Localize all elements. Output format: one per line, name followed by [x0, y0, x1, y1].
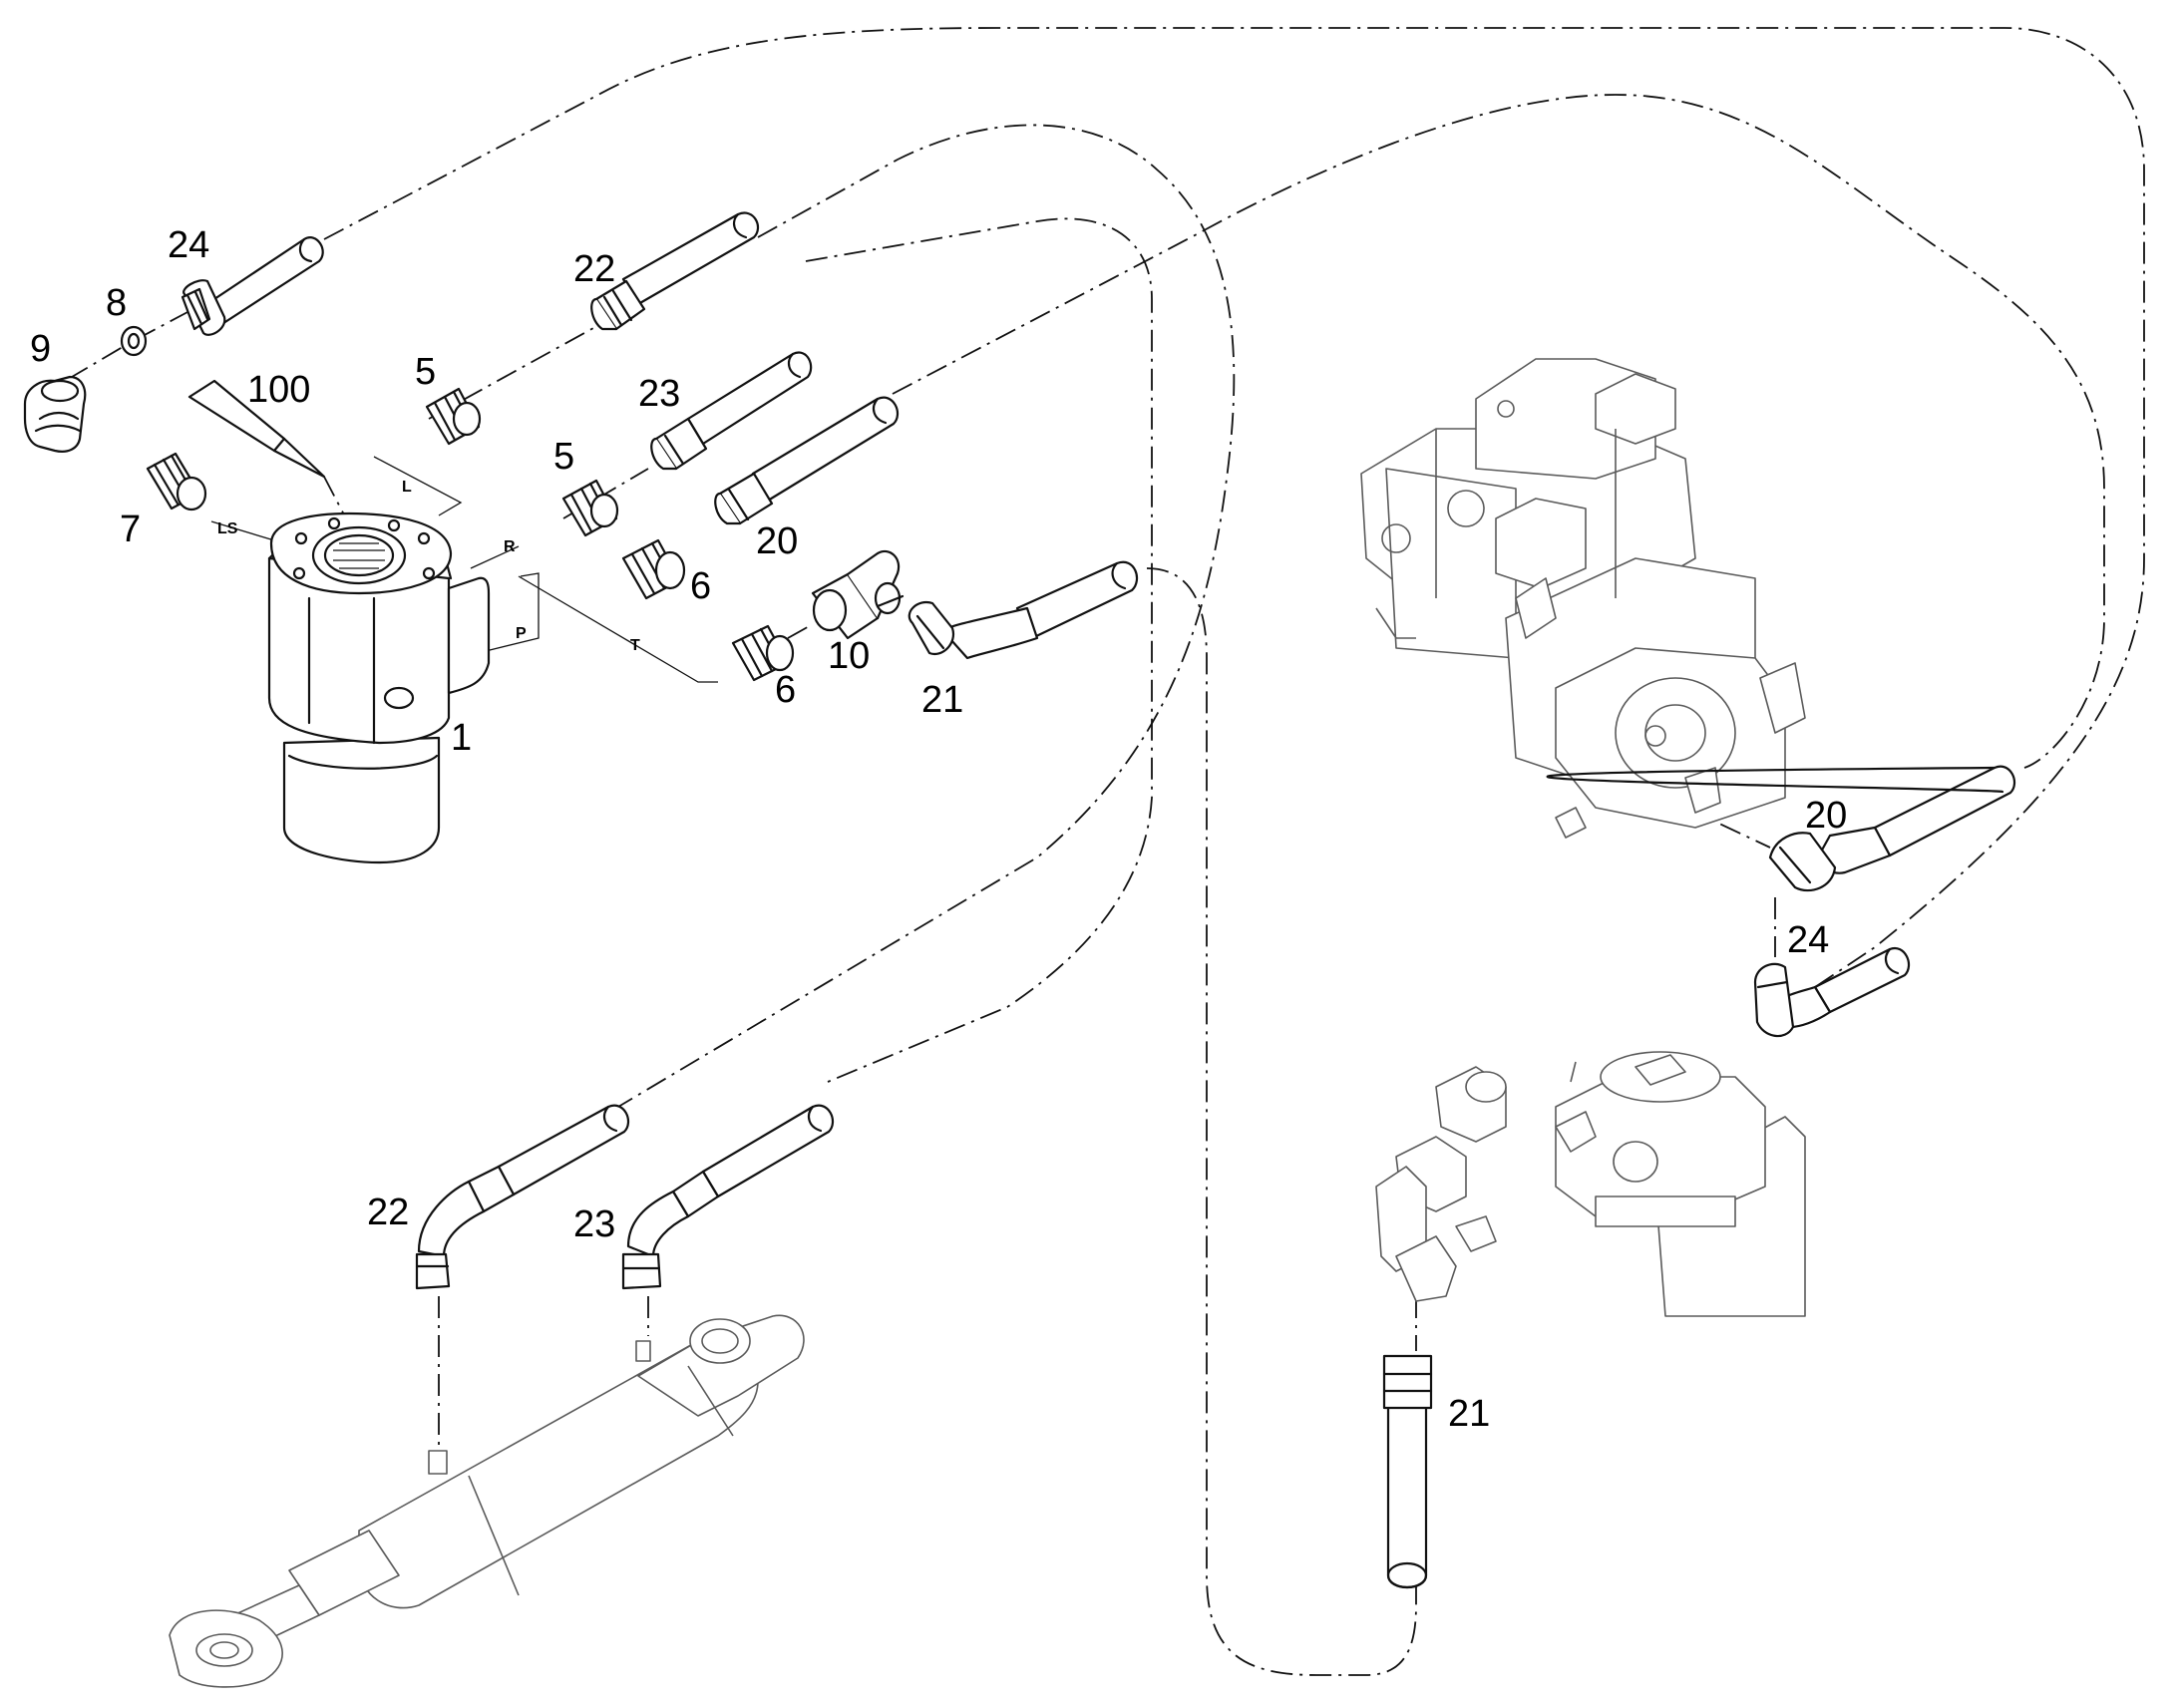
- bracket-r: [470, 545, 520, 569]
- adapter-part-5-upper: [425, 387, 482, 446]
- callout-100: 100: [247, 369, 310, 411]
- sealant-tube-part-100: [187, 379, 326, 479]
- port-label-t: T: [630, 637, 640, 654]
- washer-part-8: [120, 325, 148, 357]
- route-hose-24: [323, 27, 2145, 988]
- adapter-part-6-upper: [621, 538, 686, 600]
- callout-5-upper: 5: [415, 351, 436, 393]
- route-hose-20: [892, 94, 2105, 769]
- route-100-to-valve: [323, 476, 360, 544]
- port-label-l: L: [402, 479, 412, 496]
- callout-8: 8: [106, 282, 127, 324]
- adapter-part-6-lower: [731, 624, 795, 682]
- hose-part-20-lower: [1546, 765, 2016, 892]
- hose-part-23-lower: [621, 1104, 835, 1290]
- callout-24-upper: 24: [168, 224, 209, 266]
- callout-numbers: 1 5 5 6 6 7 8 9 10 20 20 21 21 22 22 23 …: [30, 224, 1847, 1435]
- bracket-l: [373, 456, 463, 516]
- port-label-ls: LS: [217, 520, 238, 537]
- tee-part-10: [811, 549, 905, 640]
- route-5-to-22: [428, 316, 614, 420]
- route-6b-to-tee: [787, 623, 814, 639]
- bracket-p: [485, 572, 540, 652]
- callout-22-lower: 22: [367, 1192, 409, 1233]
- hose-part-23-upper: [650, 351, 813, 471]
- callout-10: 10: [828, 635, 870, 677]
- steering-valve-part-1: [267, 512, 491, 864]
- callout-23-lower: 23: [573, 1203, 615, 1245]
- callout-5-lower: 5: [553, 436, 574, 478]
- hose-part-21-lower: [1382, 1354, 1433, 1589]
- hose-part-20-upper: [714, 396, 900, 525]
- elbow-part-9: [23, 375, 87, 453]
- adapter-part-5-lower: [561, 479, 619, 537]
- callout-20-upper: 20: [756, 520, 798, 562]
- callout-21-lower: 21: [1448, 1393, 1490, 1435]
- steering-cylinder: [169, 1314, 805, 1688]
- callout-9: 9: [30, 328, 51, 370]
- route-hose-23: [805, 217, 1153, 1083]
- callout-24-lower: 24: [1787, 919, 1829, 961]
- hose-part-22-upper: [590, 211, 760, 331]
- adapter-part-7: [146, 452, 207, 512]
- route-hose-21: [1146, 567, 1417, 1676]
- callout-7: 7: [120, 509, 141, 550]
- callout-6-upper: 6: [690, 565, 711, 607]
- callout-23-upper: 23: [638, 373, 680, 415]
- port-brackets: [210, 456, 718, 683]
- hose-part-21-upper: [908, 560, 1138, 660]
- callout-20-lower: 20: [1805, 795, 1847, 837]
- callout-21-upper: 21: [921, 679, 963, 721]
- port-labels: LS L R P T: [217, 479, 640, 654]
- port-label-p: P: [516, 625, 527, 642]
- hose-part-24-upper: [181, 236, 324, 336]
- filter-tank-assembly: [1375, 1051, 1806, 1317]
- callout-6-lower: 6: [775, 669, 796, 711]
- callout-22-upper: 22: [573, 248, 615, 290]
- port-label-r: R: [504, 538, 516, 555]
- hydraulic-pump: [1360, 358, 1806, 839]
- hose-part-22-lower: [415, 1104, 630, 1290]
- hose-part-24-lower: [1753, 946, 1911, 1038]
- route-hose-22: [617, 124, 1236, 1108]
- callout-1: 1: [451, 717, 472, 759]
- bracket-t: [518, 575, 718, 683]
